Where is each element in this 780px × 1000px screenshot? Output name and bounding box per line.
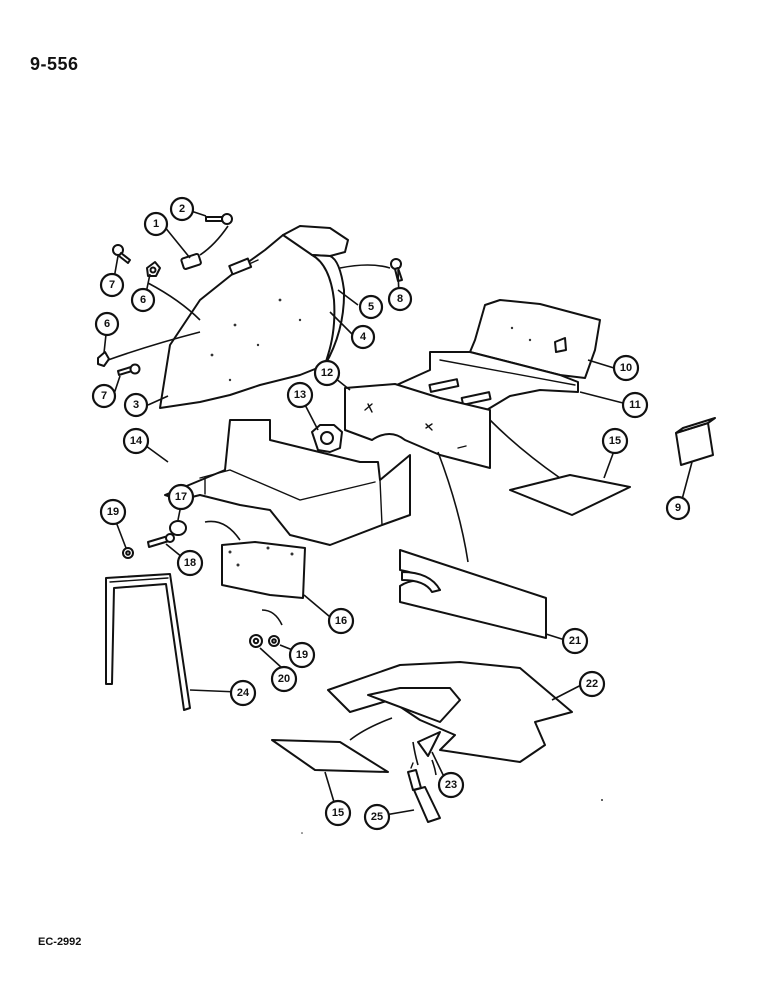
svg-text:1: 1 (153, 218, 159, 230)
screw-part (205, 213, 233, 225)
floor-platform-part (164, 419, 411, 546)
callout-19: 19 (288, 641, 316, 669)
mounting-plate-part (344, 383, 491, 469)
fender-panel-part (159, 225, 349, 409)
callout-8: 8 (387, 286, 413, 312)
svg-text:2: 2 (179, 203, 185, 215)
callout-7: 7 (91, 383, 117, 409)
svg-text:7: 7 (109, 279, 115, 291)
svg-text:8: 8 (397, 293, 403, 305)
callout-5: 5 (358, 294, 384, 320)
callout-3: 3 (123, 392, 149, 418)
screw-part (390, 258, 403, 282)
svg-text:18: 18 (184, 557, 196, 569)
screw-part (112, 244, 131, 264)
callout-10: 10 (612, 354, 640, 382)
bolt-part (147, 533, 175, 548)
callout-18: 18 (176, 549, 204, 577)
washer-part (122, 547, 134, 559)
svg-text:15: 15 (609, 435, 621, 447)
insulation-block-part (675, 417, 716, 466)
svg-text:14: 14 (130, 435, 143, 447)
svg-text:13: 13 (294, 389, 306, 401)
side-panel-part (399, 549, 547, 639)
svg-text:4: 4 (360, 331, 367, 343)
adhesive-tube-part (407, 762, 441, 823)
svg-text:19: 19 (296, 649, 308, 661)
svg-text:6: 6 (104, 318, 110, 330)
callout-1: 1 (143, 211, 169, 237)
door-seal-part (105, 573, 191, 711)
callout-6: 6 (130, 287, 156, 313)
callout-4: 4 (350, 324, 376, 350)
callout-16: 16 (327, 607, 355, 635)
svg-text:16: 16 (335, 615, 347, 627)
callout-13: 13 (286, 381, 314, 409)
svg-text:23: 23 (445, 779, 457, 791)
svg-text:10: 10 (620, 362, 632, 374)
svg-text:15: 15 (332, 807, 344, 819)
callout-17: 17 (167, 483, 195, 511)
pad-part (271, 739, 389, 773)
washer-part (268, 635, 280, 647)
pad-part (509, 474, 631, 516)
svg-text:12: 12 (321, 367, 333, 379)
svg-text:9: 9 (675, 502, 681, 514)
callout-15: 15 (601, 427, 629, 455)
svg-text:24: 24 (237, 687, 250, 699)
screw-part (117, 363, 141, 376)
svg-text:3: 3 (133, 399, 139, 411)
svg-text:17: 17 (175, 491, 187, 503)
bushing-part (311, 424, 343, 453)
nut-part (249, 634, 263, 648)
floor-mat-part (327, 661, 573, 763)
callout-14: 14 (122, 427, 150, 455)
callout-6: 6 (94, 311, 120, 337)
bracket-plate-part (221, 541, 306, 599)
callout-21: 21 (561, 627, 589, 655)
spacer-part (169, 520, 187, 536)
svg-text:20: 20 (278, 673, 290, 685)
callout-12: 12 (313, 359, 341, 387)
svg-text:19: 19 (107, 506, 119, 518)
svg-text:22: 22 (586, 678, 598, 690)
svg-text:7: 7 (101, 390, 107, 402)
nut-part (97, 351, 110, 367)
callout-15: 15 (324, 799, 352, 827)
callout-22: 22 (578, 670, 606, 698)
svg-text:6: 6 (140, 294, 146, 306)
clip-part (180, 252, 202, 270)
callout-9: 9 (665, 495, 691, 521)
nut-part (146, 261, 161, 277)
page-number: 9-556 (30, 54, 79, 74)
svg-text:21: 21 (569, 635, 581, 647)
callout-11: 11 (621, 391, 649, 419)
callout-25: 25 (363, 803, 391, 831)
callout-24: 24 (229, 679, 257, 707)
callout-2: 2 (169, 196, 195, 222)
svg-text:5: 5 (368, 301, 374, 313)
svg-text:11: 11 (629, 399, 641, 411)
callout-20: 20 (270, 665, 298, 693)
corner-pad-part (417, 731, 441, 757)
callout-23: 23 (437, 771, 465, 799)
callout-7: 7 (99, 272, 125, 298)
figure-code: EC-2992 (38, 936, 82, 948)
svg-text:25: 25 (371, 811, 383, 823)
callout-19: 19 (99, 498, 127, 526)
